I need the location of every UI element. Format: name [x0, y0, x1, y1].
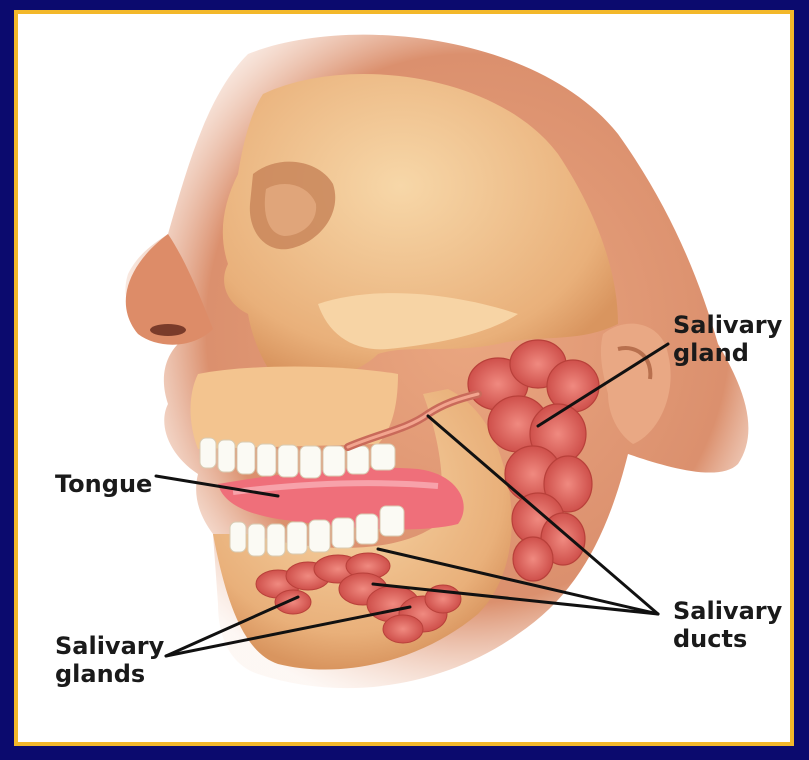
label-salivary-ducts: Salivary ducts [673, 597, 782, 653]
diagram-panel: Salivary gland Tongue Salivary ducts Sal… [14, 10, 794, 746]
label-tongue: Tongue [55, 470, 152, 498]
label-salivary-gland: Salivary gland [673, 311, 782, 367]
label-salivary-glands: Salivary glands [55, 632, 164, 688]
